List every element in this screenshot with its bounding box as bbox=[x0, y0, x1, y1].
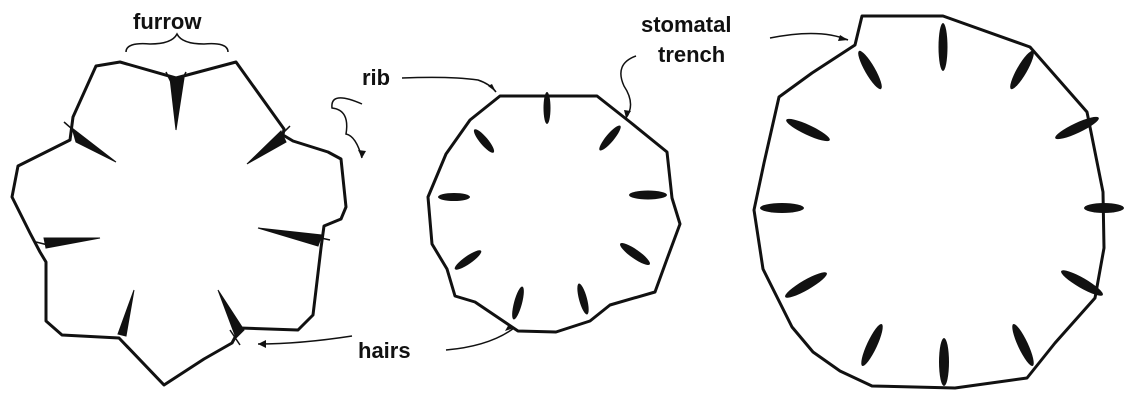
fourteen-ribbed-outline bbox=[754, 16, 1104, 388]
fourteen-ribbed-trenches bbox=[760, 23, 1124, 386]
stomatal-trench bbox=[44, 238, 100, 248]
rib-leader bbox=[402, 77, 496, 92]
leader-lines bbox=[126, 33, 848, 350]
twelve-ribbed-section bbox=[428, 96, 680, 332]
stomatal-trench bbox=[939, 338, 949, 386]
stomatal-trench bbox=[118, 290, 134, 336]
stomatal-trench bbox=[858, 322, 887, 368]
hairs-leader-left bbox=[258, 336, 352, 344]
stomatal-trench bbox=[170, 78, 184, 130]
hairs-leader-right bbox=[446, 328, 514, 350]
stomatal-trench bbox=[1084, 203, 1124, 213]
stomatal-trench-label-line2: trench bbox=[658, 42, 725, 67]
stomatal-trench bbox=[1009, 322, 1038, 368]
six-lobed-trenches bbox=[36, 72, 330, 345]
stomatal-trench bbox=[939, 23, 948, 71]
rib-label: rib bbox=[362, 65, 390, 90]
stomatal-trench bbox=[618, 240, 653, 268]
twelve-ribbed-trenches bbox=[438, 92, 667, 320]
stomatal-trench bbox=[575, 283, 591, 316]
stomatal-trench bbox=[438, 193, 470, 201]
stomatal-trench bbox=[510, 286, 527, 321]
stomatal-trench-leader bbox=[770, 33, 848, 40]
stomatal-trench bbox=[544, 92, 551, 124]
arrowhead bbox=[838, 35, 848, 41]
stomatal-trench bbox=[783, 269, 830, 302]
stomatal-trench bbox=[597, 123, 624, 153]
arrowheads bbox=[258, 35, 848, 348]
furrow-brace bbox=[126, 34, 228, 52]
stomatal-trench bbox=[760, 203, 804, 213]
stomatal-trench bbox=[629, 191, 667, 200]
stomatal-trench-label-line1: stomatal bbox=[641, 12, 731, 37]
rib-leader-left bbox=[332, 98, 362, 158]
stomatal-trench bbox=[453, 248, 484, 273]
twelve-ribbed-outline bbox=[428, 96, 680, 332]
stomatal-trench bbox=[471, 127, 496, 155]
arrowhead bbox=[505, 324, 514, 331]
hairs-label: hairs bbox=[358, 338, 411, 363]
stomatal-trench bbox=[855, 48, 886, 91]
stomatal-trench bbox=[72, 128, 116, 162]
stomatal-trench bbox=[258, 228, 322, 246]
stomatal-trench bbox=[1007, 48, 1038, 91]
arrowhead bbox=[258, 340, 266, 348]
stomatal-trench bbox=[784, 115, 832, 144]
fourteen-ribbed-section bbox=[754, 16, 1104, 388]
arrowhead bbox=[358, 150, 366, 158]
stomatal-trench-leader-middle bbox=[621, 56, 636, 118]
furrow-label: furrow bbox=[133, 9, 202, 34]
